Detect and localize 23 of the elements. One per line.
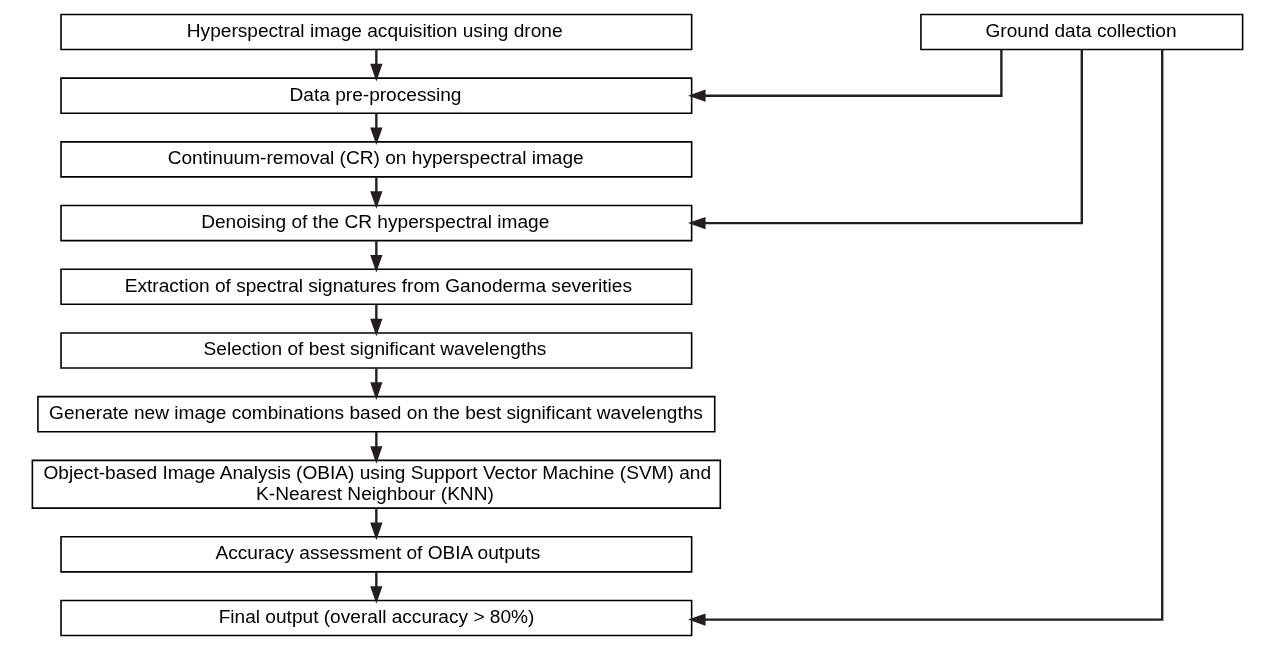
arrow	[369, 241, 382, 273]
node-box: Accuracy assessment of OBIA outputs	[59, 536, 692, 573]
node-box: Denoising of the CR hyperspectral image	[59, 204, 692, 242]
node-box: Selection of best significant wavelengths	[59, 332, 692, 369]
node-box: Continuum-removal (CR) on hyperspectral image	[59, 141, 692, 178]
arrow	[687, 49, 1083, 230]
node-box: Generate new image combinations based on the best significant wavelengths	[36, 395, 716, 433]
node-box: Data pre-processing	[59, 77, 692, 114]
arrow	[369, 368, 382, 400]
arrow	[369, 431, 382, 464]
node-box: Final output (overall accuracy > 80%)	[59, 599, 692, 637]
arrow	[687, 49, 1003, 102]
node-box: Extraction of spectral signatures from Ganoderma severities	[59, 268, 692, 306]
arrow	[369, 508, 382, 541]
node-box: Hyperspectral image acquisition using drone	[59, 13, 692, 51]
arrow	[369, 177, 382, 209]
arrow	[369, 50, 382, 82]
arrow	[369, 572, 382, 604]
arrow	[687, 49, 1163, 626]
arrow	[369, 113, 382, 146]
arrow	[369, 304, 382, 337]
node-box: Ground data collection	[919, 13, 1243, 51]
node-box: Object-based Image Analysis (OBIA) using Support Vector Machine (SVM) and K-Nearest Neighbour (KNN)	[31, 459, 721, 509]
